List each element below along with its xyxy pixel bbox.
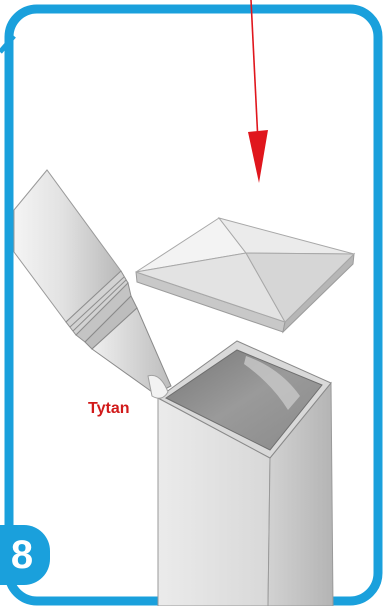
adhesive-tube-icon xyxy=(13,169,172,399)
step-number-badge: 8 xyxy=(0,525,50,585)
frame-corner-mark xyxy=(0,34,16,54)
square-post-icon xyxy=(157,340,334,606)
down-arrow-icon xyxy=(248,0,268,183)
product-label: Tytan xyxy=(88,400,130,417)
post-cap-icon xyxy=(135,217,356,334)
